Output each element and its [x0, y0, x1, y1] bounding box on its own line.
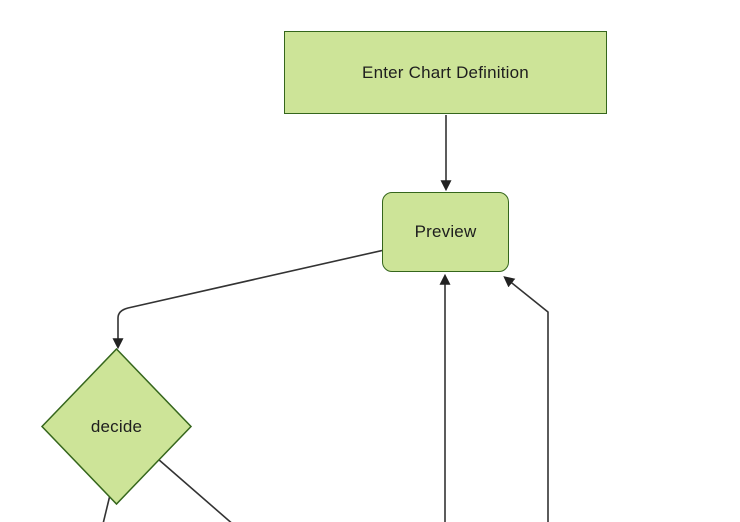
edge-offscreen-right-to-preview [503, 276, 549, 522]
node-preview-label: Preview [414, 222, 477, 241]
node-enter-chart-definition-label: Enter Chart Definition [362, 62, 529, 82]
edge-decide-to-offscreen-left [102, 494, 111, 522]
edge-preview-to-decide [112, 249, 383, 350]
node-preview: Preview [382, 192, 509, 272]
node-enter-chart-definition: Enter Chart Definition [284, 31, 607, 114]
edge-decide-to-offscreen-right [157, 458, 232, 522]
node-decide-shape [40, 347, 193, 506]
